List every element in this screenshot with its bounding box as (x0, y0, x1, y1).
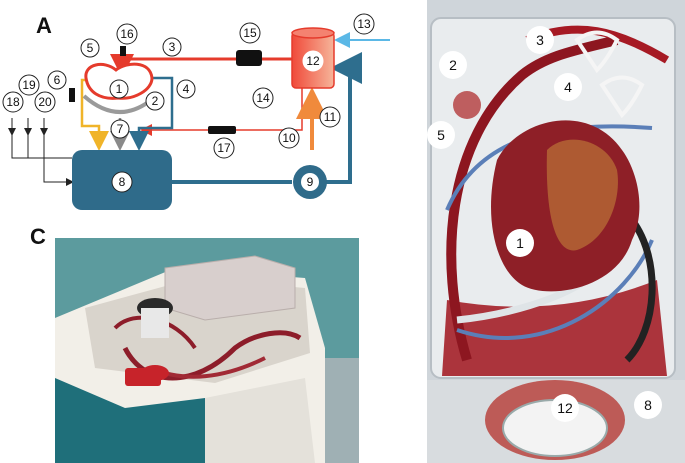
panel-c-letter: C (30, 224, 46, 249)
sampling-line (140, 88, 303, 136)
photo-b-label-4: 4 (564, 79, 572, 95)
input-line-20 (43, 122, 74, 186)
label-12: 12 (306, 54, 320, 68)
label-8: 8 (119, 175, 126, 189)
venous-line-pump-to-oxygenator (320, 52, 362, 184)
label-20: 20 (38, 95, 52, 109)
label-16: 16 (120, 27, 134, 41)
perfusion-circuit-schematic: 1 2 3 4 5 6 7 8 9 10 11 12 13 14 15 16 1… (2, 13, 390, 210)
label-13: 13 (357, 17, 371, 31)
sensor-block-17 (208, 126, 236, 134)
label-7: 7 (117, 122, 124, 136)
label-14: 14 (256, 91, 270, 105)
sensor-block-15 (236, 50, 262, 66)
label-11: 11 (324, 110, 337, 124)
sensor-block-16 (120, 46, 126, 56)
venous-outflow-line (129, 76, 174, 151)
photo-b-label-12: 12 (557, 400, 573, 416)
label-15: 15 (243, 26, 257, 40)
label-2: 2 (152, 94, 159, 108)
device-photo (55, 238, 359, 463)
label-circles: 1 2 3 4 5 6 7 8 9 10 11 12 13 14 15 16 1… (2, 13, 375, 193)
label-5: 5 (87, 41, 94, 55)
liver-perfusion-photo: 1 2 3 4 5 8 12 (427, 0, 685, 463)
label-10: 10 (282, 131, 296, 145)
photo-b-label-5: 5 (437, 127, 445, 143)
label-17: 17 (217, 141, 231, 155)
panel-a-letter: A (36, 13, 52, 38)
label-18: 18 (6, 95, 20, 109)
photo-b-label-2: 2 (449, 57, 457, 73)
input-line-18 (11, 122, 72, 159)
label-3: 3 (169, 40, 176, 54)
photo-b-label-8: 8 (644, 397, 652, 413)
photo-b-label-1: 1 (516, 235, 524, 251)
label-9: 9 (307, 175, 314, 189)
label-1: 1 (116, 82, 123, 96)
label-4: 4 (183, 82, 190, 96)
sensor-block-6 (69, 88, 75, 102)
label-19: 19 (22, 78, 36, 92)
photo-b-label-3: 3 (536, 32, 544, 48)
label-6: 6 (54, 73, 61, 87)
